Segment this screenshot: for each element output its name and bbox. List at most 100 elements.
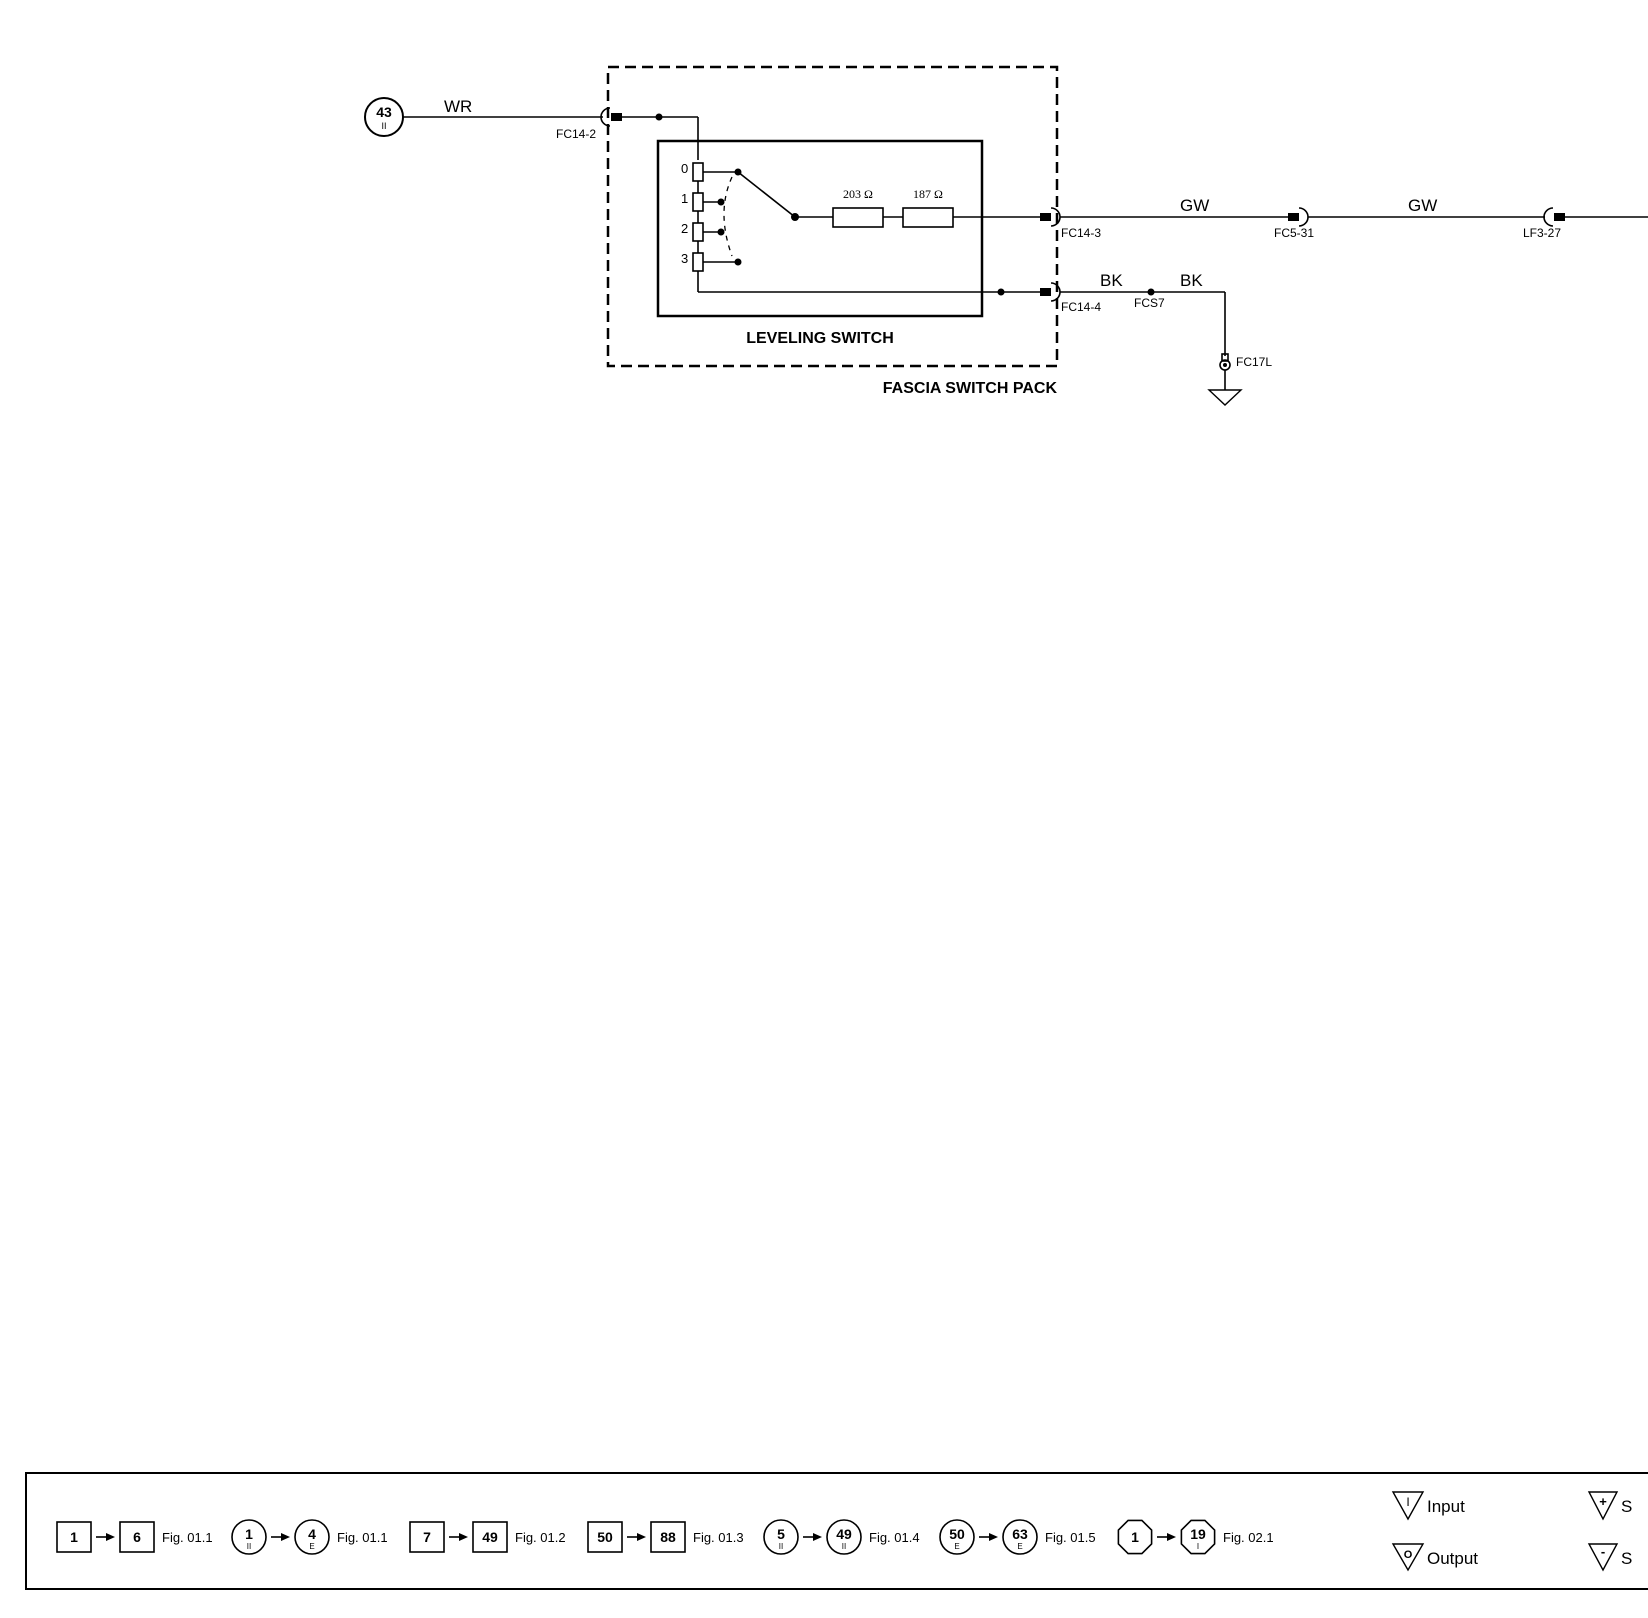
output-mark: O [1404, 1549, 1413, 1561]
legend-square-symbol: 6 [119, 1521, 155, 1553]
legend-range-to: 63 [1012, 1526, 1028, 1542]
legend-range-from-sub: E [954, 1542, 959, 1551]
legend-range-to: 49 [482, 1529, 498, 1545]
legend-range-entry[interactable]: 1II 4E Fig. 01.1 [231, 1519, 388, 1555]
supply-plus-mark: + [1599, 1494, 1607, 1509]
arrow-right-icon [803, 1533, 822, 1541]
legend-range-figure: Fig. 01.5 [1045, 1530, 1096, 1545]
output-symbol: O Output [1391, 1543, 1478, 1572]
schematic: 43 II WR FC14-2 FASCIA SWITCH PACK LEVEL… [364, 65, 1648, 406]
switch-position: 3 [681, 251, 688, 266]
legend-range-from: 50 [949, 1526, 965, 1542]
legend-circle-symbol: 50E [939, 1519, 975, 1555]
switch-position: 1 [681, 191, 688, 206]
legend-range-entry[interactable]: 7 49 Fig. 01.2 [409, 1521, 566, 1553]
legend-io-symbols: I Input O Output + S - S [1391, 1491, 1632, 1572]
legend-range-to: 49 [836, 1526, 852, 1542]
resistor-label-203: 203 Ω [843, 187, 873, 201]
legend-range-figure: Fig. 01.2 [515, 1530, 566, 1545]
legend-circle-symbol: 5II [763, 1519, 799, 1555]
input-label: Input [1427, 1497, 1465, 1516]
supply-plus-label: S [1621, 1497, 1632, 1516]
legend-range-figure: Fig. 01.4 [869, 1530, 920, 1545]
legend-circle-symbol: 63E [1002, 1519, 1038, 1555]
resistor-187 [902, 207, 954, 228]
legend-circle-symbol: 1II [231, 1519, 267, 1555]
supply-minus-mark: - [1601, 1544, 1605, 1559]
legend-frame [25, 1472, 1648, 1590]
switch-position: 0 [681, 161, 688, 176]
switch-position: 2 [681, 221, 688, 236]
legend-octagon-symbol: 1 [1117, 1519, 1153, 1555]
ground-eyelet-fc17l [1219, 353, 1231, 390]
arrow-right-icon [96, 1533, 115, 1541]
leveling-switch-label: LEVELING SWITCH [746, 330, 894, 347]
fascia-switch-pack-box [606, 65, 1059, 368]
input-triangle-icon [1391, 1491, 1425, 1521]
legend-octagon-symbol: 19I [1180, 1519, 1216, 1555]
off-sheet-reference-number: 43 [376, 104, 392, 120]
legend-range-from: 1 [70, 1529, 78, 1545]
connector-fc5-31 [1288, 207, 1309, 227]
off-sheet-reference[interactable]: 43 II [364, 97, 404, 137]
legend-range-entry[interactable]: 50 88 Fig. 01.3 [587, 1521, 744, 1553]
ground-icon [1207, 389, 1243, 406]
legend-square-symbol: 49 [472, 1521, 508, 1553]
legend-range-figure: Fig. 01.3 [693, 1530, 744, 1545]
supply-minus-symbol: - S [1587, 1543, 1632, 1572]
resistor-203 [832, 207, 884, 228]
legend-square-symbol: 50 [587, 1521, 623, 1553]
connector-label-fc14-4: FC14-4 [1061, 300, 1101, 314]
supply-minus-triangle-icon [1587, 1543, 1619, 1572]
legend-range-to-sub: E [309, 1542, 314, 1551]
wire-label-wr: WR [444, 97, 472, 116]
off-sheet-reference-sub: II [381, 121, 386, 131]
legend-range-from-sub: II [779, 1542, 783, 1551]
legend-range-from: 50 [597, 1529, 613, 1545]
splice-label-fcs7: FCS7 [1134, 296, 1165, 310]
wire-label-bk: BK [1100, 271, 1123, 290]
legend-range-from-sub: II [247, 1542, 251, 1551]
connector-label-lf3-27: LF3-27 [1523, 226, 1561, 240]
arrow-right-icon [271, 1533, 290, 1541]
legend-square-symbol: 88 [650, 1521, 686, 1553]
legend-range-figure: Fig. 01.1 [162, 1530, 213, 1545]
arrow-right-icon [1157, 1533, 1176, 1541]
legend-range-from: 7 [423, 1529, 431, 1545]
legend-range-to-sub: II [842, 1542, 846, 1551]
output-triangle-icon [1391, 1543, 1425, 1572]
input-symbol: I Input [1391, 1491, 1465, 1521]
wire-label-gw: GW [1180, 196, 1209, 215]
arrow-right-icon [627, 1533, 646, 1541]
supply-plus-triangle-icon [1587, 1491, 1619, 1521]
legend-range-entry[interactable]: 1 6 Fig. 01.1 [56, 1521, 213, 1553]
wire-label-bk: BK [1180, 271, 1203, 290]
leveling-switch-box [656, 139, 984, 318]
resistor-label-187: 187 Ω [913, 187, 943, 201]
splice-fcs7 [1147, 288, 1155, 296]
legend-range-to: 19 [1190, 1526, 1206, 1542]
legend-range-from: 5 [777, 1526, 785, 1542]
legend-range-to: 4 [308, 1526, 316, 1542]
input-mark: I [1406, 1495, 1409, 1509]
legend-range-from: 1 [1131, 1529, 1139, 1545]
connector-label-fc14-2: FC14-2 [556, 127, 596, 141]
legend-square-symbol: 1 [56, 1521, 92, 1553]
switch-ladder [692, 162, 742, 292]
legend-range-figure: Fig. 01.1 [337, 1530, 388, 1545]
connector-label-fc5-31: FC5-31 [1274, 226, 1314, 240]
switch-wiper [737, 171, 796, 218]
supply-plus-symbol: + S [1587, 1491, 1632, 1521]
legend-range-to: 6 [133, 1529, 141, 1545]
connector-label-fc14-3: FC14-3 [1061, 226, 1101, 240]
legend-circle-symbol: 4E [294, 1519, 330, 1555]
ground-label-fc17l: FC17L [1236, 355, 1272, 369]
legend-range-to: 88 [660, 1529, 676, 1545]
junction-dot [655, 113, 663, 121]
